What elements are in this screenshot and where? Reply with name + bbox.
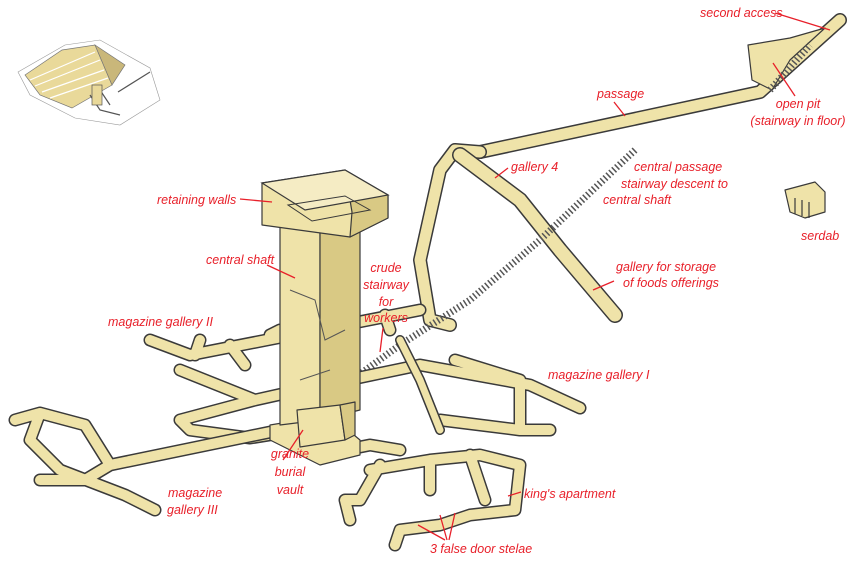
label-magazine-gallery-3-2: gallery III	[167, 503, 218, 517]
label-magazine-gallery-3: magazine	[168, 486, 222, 500]
label-second-access: second access	[700, 6, 783, 20]
label-open-pit-note: (stairway in floor)	[750, 114, 845, 128]
label-central-passage: central passage	[634, 160, 722, 174]
label-granite-vault-3: vault	[277, 483, 304, 497]
label-false-door-stelae: 3 false door stelae	[430, 542, 532, 556]
kings-apartment	[313, 335, 527, 552]
label-kings-apartment: king's apartment	[524, 487, 616, 501]
label-central-passage-2: stairway descent to	[621, 177, 728, 191]
label-crude-stairway-4: workers	[364, 311, 408, 325]
label-gallery-storage: gallery for storage	[616, 260, 716, 274]
label-serdab: serdab	[801, 229, 839, 243]
label-crude-stairway-3: for	[379, 295, 394, 309]
central-shaft	[269, 214, 361, 466]
retaining-walls	[260, 169, 390, 238]
serdab	[784, 181, 826, 219]
open-pit	[747, 27, 826, 91]
passage	[473, 13, 847, 159]
label-granite-vault-2: burial	[275, 465, 307, 479]
label-crude-stairway-2: stairway	[363, 278, 410, 292]
label-central-passage-3: central shaft	[603, 193, 672, 207]
gallery-4	[413, 143, 623, 332]
label-magazine-gallery-1: magazine gallery I	[548, 368, 650, 382]
label-passage: passage	[596, 87, 644, 101]
label-retaining-walls: retaining walls	[157, 193, 236, 207]
central-passage-stairway	[342, 147, 638, 388]
label-magazine-gallery-2: magazine gallery II	[108, 315, 213, 329]
label-granite-vault: granite	[271, 447, 309, 461]
label-gallery-4: gallery 4	[511, 160, 558, 174]
label-open-pit: open pit	[776, 97, 821, 111]
label-central-shaft: central shaft	[206, 253, 275, 267]
label-gallery-storage-2: of foods offerings	[623, 276, 719, 290]
label-crude-stairway: crude	[370, 261, 401, 275]
pyramid-thumbnail	[17, 39, 161, 126]
labels: second access open pit (stairway in floo…	[108, 6, 846, 556]
